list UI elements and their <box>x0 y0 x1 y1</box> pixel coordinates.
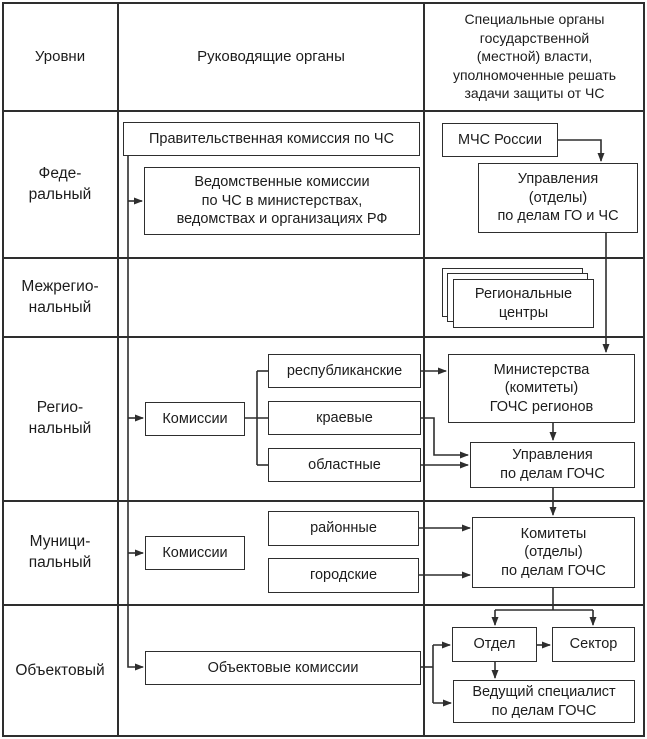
box-gochs-departments: Управления по делам ГОЧС <box>470 442 635 488</box>
box-city: городские <box>268 558 419 593</box>
box-otdel: Отдел <box>452 627 537 662</box>
header-cell-governing-bodies: Руководящие органы <box>197 47 345 65</box>
box-departmental-commissions: Ведомственные комиссии по ЧС в министерс… <box>144 167 420 235</box>
box-mchs-russia: МЧС России <box>442 123 558 157</box>
level-label-object: Объектовый <box>15 661 105 679</box>
box-regional-centers: Региональные центры <box>453 279 594 328</box>
box-sektor: Сектор <box>552 627 635 662</box>
box-oblast: областные <box>268 448 421 482</box>
box-republican: республиканские <box>268 354 421 388</box>
header-cell-levels: Уровни <box>34 47 86 65</box>
box-go-chs-departments: Управления (отделы) по делам ГО и ЧС <box>478 163 638 233</box>
box-lead-specialist: Ведущий специалист по делам ГОЧС <box>453 680 635 723</box>
box-government-commission: Правительственная комиссия по ЧС <box>123 122 420 156</box>
box-committees-gochs: Комитеты (отделы) по делам ГОЧС <box>472 517 635 588</box>
level-label-federal: Феде- ральный <box>28 164 92 203</box>
box-ministries-gochs: Министерства (комитеты) ГОЧС регионов <box>448 354 635 423</box>
box-commissions-regional: Комиссии <box>145 402 245 436</box>
box-commissions-municipal: Комиссии <box>145 536 245 570</box>
box-krai: краевые <box>268 401 421 435</box>
header-cell-special-bodies: Специальные органы государственной (мест… <box>452 11 617 102</box>
level-label-municipal: Муници- пальный <box>28 533 92 571</box>
trunk-line <box>127 156 144 671</box>
level-label-regional: Регио- нальный <box>28 399 92 437</box>
level-label-interregional: Межрегио- нальный <box>21 277 99 316</box>
box-district: районные <box>268 511 419 546</box>
box-object-commissions: Объектовые комиссии <box>145 651 421 685</box>
